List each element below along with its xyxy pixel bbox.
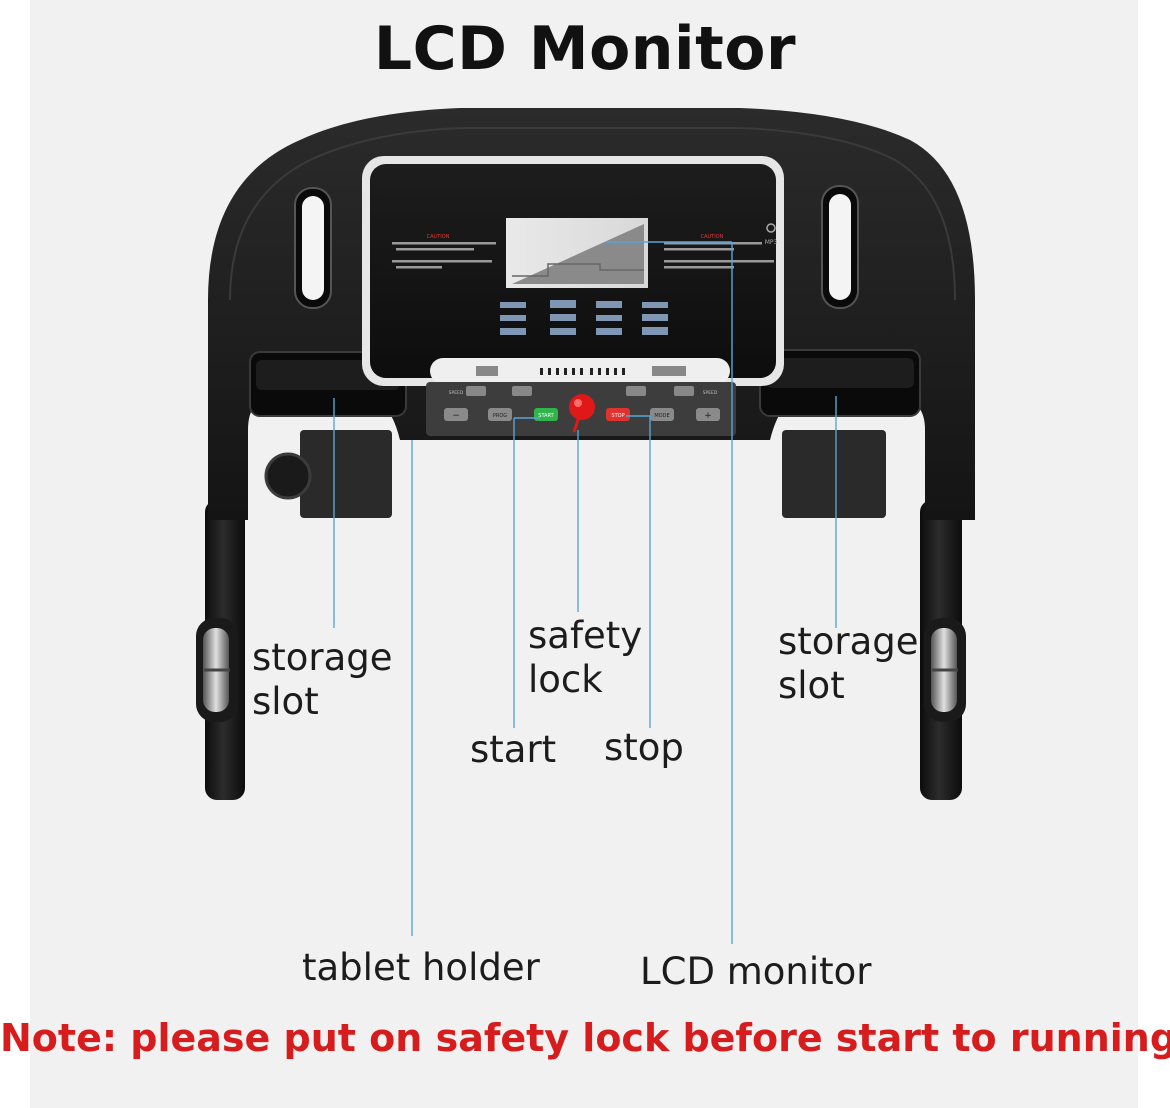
svg-text:START: START bbox=[538, 413, 554, 419]
svg-text:MODE: MODE bbox=[654, 413, 669, 419]
program-profiles bbox=[500, 300, 668, 335]
stop-label: stop bbox=[604, 726, 684, 769]
storage-slot-left-label-line2: slot bbox=[252, 680, 319, 723]
caution-right-heading: CAUTION bbox=[701, 234, 724, 240]
mode-button[interactable]: MODE bbox=[650, 408, 674, 421]
right-light bbox=[829, 194, 851, 300]
speed-left-label: SPEED bbox=[449, 390, 464, 396]
storage-slot-right-label-line1: storage bbox=[778, 620, 919, 663]
left-bracket bbox=[300, 430, 392, 518]
plus-button[interactable]: + bbox=[696, 408, 720, 421]
start-label: start bbox=[470, 728, 557, 771]
right-pulse-grip bbox=[924, 618, 966, 722]
safety-lock-label-line1: safety bbox=[528, 614, 643, 657]
start-button[interactable]: START bbox=[534, 408, 558, 421]
caution-left-heading: CAUTION bbox=[427, 234, 450, 240]
left-light bbox=[302, 196, 324, 300]
leader-lines bbox=[333, 241, 837, 944]
safety-lock-label-line2: lock bbox=[528, 658, 603, 701]
storage-slot-right-label-line2: slot bbox=[778, 664, 845, 707]
svg-text:+: + bbox=[704, 411, 712, 421]
tablet-holder-label: tablet holder bbox=[302, 946, 540, 989]
storage-slot-left-label-line1: storage bbox=[252, 636, 393, 679]
page-title: LCD Monitor bbox=[373, 14, 797, 84]
mp3-label: MP3 bbox=[765, 239, 778, 246]
safety-note: Note: please put on safety lock before s… bbox=[0, 1016, 1170, 1060]
stop-button[interactable]: STOP bbox=[606, 408, 630, 421]
prog-button[interactable]: PROG bbox=[488, 408, 512, 421]
lcd-monitor-label: LCD monitor bbox=[640, 950, 872, 993]
left-wheel bbox=[264, 452, 312, 500]
speed-chevrons bbox=[540, 368, 625, 375]
left-pulse-grip bbox=[196, 618, 238, 722]
caution-right-lines bbox=[664, 242, 774, 269]
svg-text:PROG: PROG bbox=[493, 413, 507, 419]
console-rim bbox=[229, 127, 956, 301]
svg-text:−: − bbox=[452, 411, 460, 421]
speed-right-label: SPEED bbox=[703, 390, 718, 396]
mp3-jack-icon bbox=[766, 223, 776, 233]
minus-button[interactable]: − bbox=[444, 408, 468, 421]
safety-key[interactable] bbox=[569, 394, 595, 433]
svg-text:STOP: STOP bbox=[611, 413, 624, 419]
lcd-incline-graph bbox=[512, 224, 644, 284]
right-bracket bbox=[782, 430, 886, 518]
caution-left-lines bbox=[392, 242, 496, 269]
